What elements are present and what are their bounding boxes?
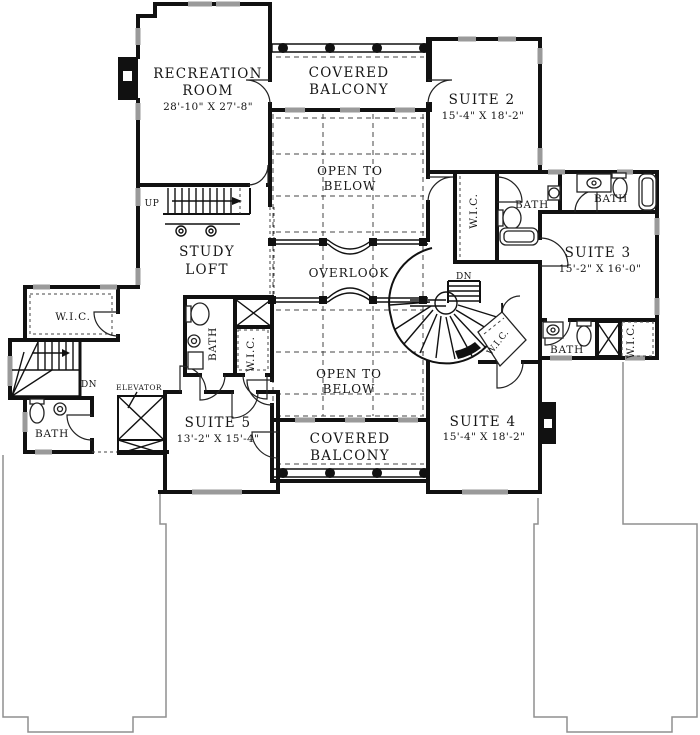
chimney-right <box>540 402 556 444</box>
label-open-below-bottom-1: OPEN TO <box>316 367 382 381</box>
label-balcony-top-1: COVERED <box>309 65 390 81</box>
stair-spiral <box>388 247 504 365</box>
label-overlook: OVERLOOK <box>309 266 390 280</box>
label-suite5: SUITE 5 <box>185 415 252 431</box>
stair-up <box>163 188 251 237</box>
label-up: UP <box>145 199 160 209</box>
label-loft: LOFT <box>185 262 229 278</box>
label-suite3-dims: 15'-2" X 16'-0" <box>559 263 642 275</box>
chimney-left <box>118 57 138 100</box>
label-elevator: ELEVATOR <box>116 383 162 392</box>
elevator <box>117 391 165 455</box>
label-recreation-dims: 28'-10" X 27'-8" <box>163 101 253 113</box>
label-suite4-dims: 15'-4" X 18'-2" <box>443 431 526 443</box>
linen-closets <box>234 298 621 357</box>
label-study: STUDY <box>179 244 235 260</box>
windows <box>7 1 660 495</box>
label-balcony-bottom-2: BALCONY <box>310 448 390 464</box>
label-dn-left: DN <box>81 380 97 390</box>
label-wic-left: W.I.C. <box>55 311 91 323</box>
label-recreation-1: RECREATION <box>153 66 263 82</box>
label-recreation-2: ROOM <box>182 83 233 99</box>
bath-fixtures <box>29 172 657 424</box>
label-open-below-top-2: BELOW <box>324 179 377 193</box>
wic-spiral-room <box>477 295 527 368</box>
wic-shelving <box>29 176 654 371</box>
label-bath-bottom-left: BATH <box>35 428 69 440</box>
label-suite2: SUITE 2 <box>449 92 516 108</box>
label-bath-top-left: BATH <box>515 199 549 211</box>
label-suite3: SUITE 3 <box>565 245 632 261</box>
label-bath-mid: BATH <box>207 327 219 361</box>
label-open-below-bottom-2: BELOW <box>323 382 376 396</box>
label-wic-bottom-right: W.I.C. <box>625 323 637 359</box>
room-labels: RECREATION ROOM 28'-10" X 27'-8" COVERED… <box>35 65 641 464</box>
stair-down-left <box>11 341 80 397</box>
label-dn-spiral: DN <box>456 272 472 282</box>
label-bath-bottom-right: BATH <box>550 344 584 356</box>
label-suite5-dims: 13'-2" X 15'-4" <box>177 433 260 445</box>
label-balcony-top-2: BALCONY <box>309 82 389 98</box>
label-balcony-bottom-1: COVERED <box>310 431 391 447</box>
balcony-railings <box>271 43 429 478</box>
label-suite4: SUITE 4 <box>450 414 517 430</box>
doors <box>66 79 598 459</box>
label-wic-top: W.I.C. <box>468 193 480 229</box>
label-suite2-dims: 15'-4" X 18'-2" <box>442 110 525 122</box>
label-open-below-top-1: OPEN TO <box>317 164 383 178</box>
lower-floor-outline <box>2 362 698 733</box>
ceiling-grid <box>269 56 424 465</box>
label-bath-top-right: BATH <box>594 193 628 205</box>
label-wic-mid: W.I.C. <box>245 336 257 372</box>
